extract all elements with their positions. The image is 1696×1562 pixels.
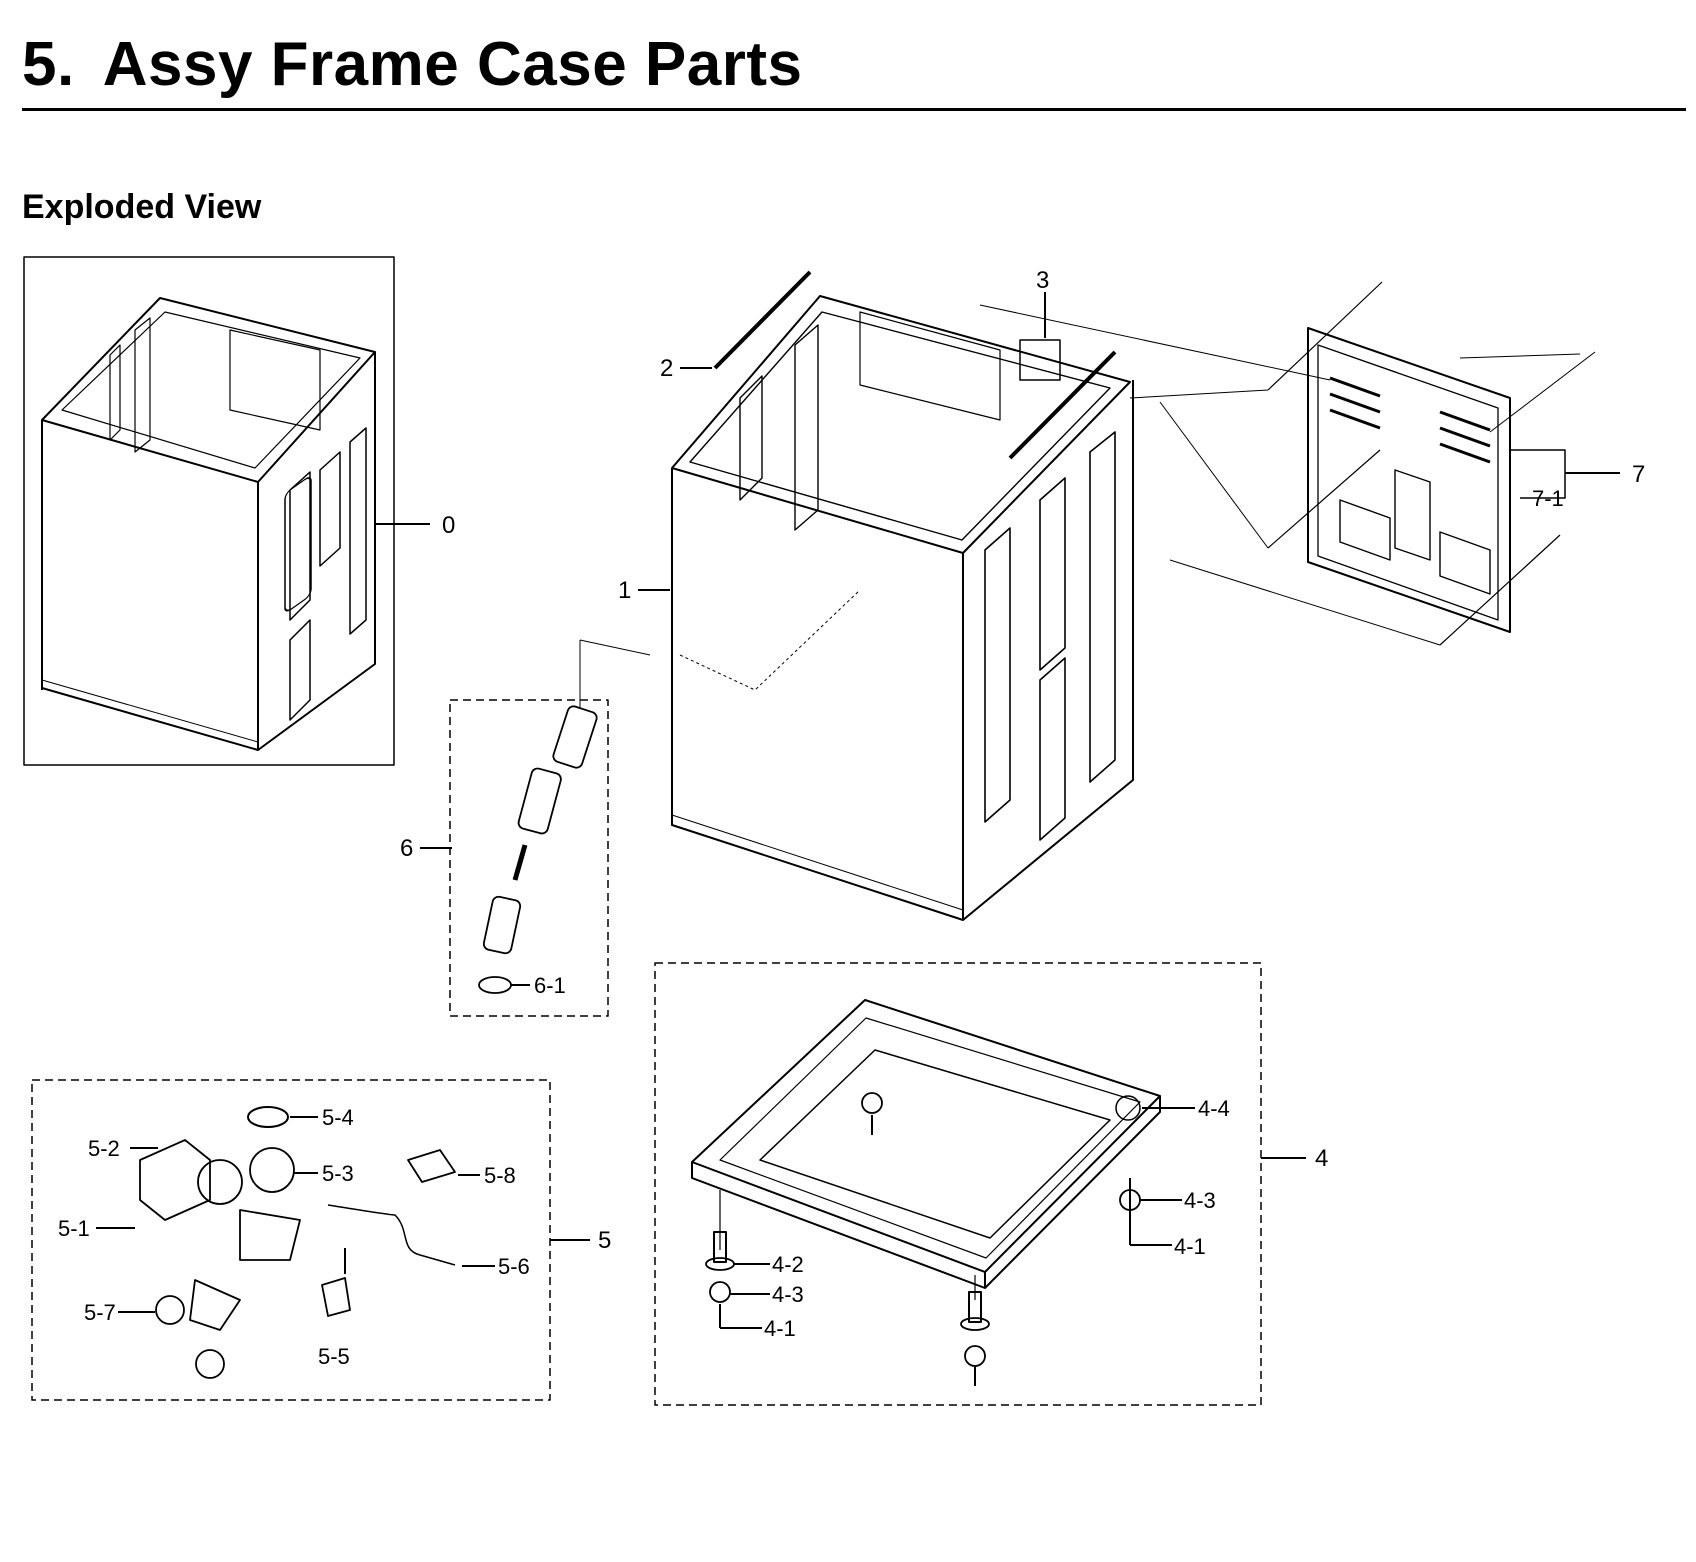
callout-4-1a: 4-1	[1174, 1234, 1206, 1259]
callout-5-2: 5-2	[88, 1136, 120, 1161]
part-3-bracket	[1008, 292, 1117, 460]
callout-5-7: 5-7	[84, 1300, 116, 1325]
part-2-strip	[680, 270, 812, 370]
callout-2: 2	[660, 355, 673, 382]
callout-3: 3	[1036, 267, 1049, 294]
exploded-view-heading: Exploded View	[22, 188, 262, 226]
callout-labels: 0 1 2 3 4 4-1 4-1 4-2 4-3 4-3 4-4 5 5-1 …	[58, 267, 1645, 1369]
part-0-assembled-cabinet	[23, 256, 430, 766]
callout-5-8: 5-8	[484, 1163, 516, 1188]
callout-6-1: 6-1	[534, 973, 566, 998]
callout-5-3: 5-3	[322, 1161, 354, 1186]
part-6-hose-assy	[420, 639, 651, 1017]
callout-4: 4	[1315, 1145, 1328, 1172]
callout-4-4: 4-4	[1198, 1096, 1230, 1121]
callout-4-1b: 4-1	[764, 1316, 796, 1341]
callout-6: 6	[400, 835, 413, 862]
callout-1: 1	[618, 577, 631, 604]
callout-4-3b: 4-3	[772, 1282, 804, 1307]
callout-4-3a: 4-3	[1184, 1188, 1216, 1213]
part-5-pump-assy	[31, 1079, 590, 1401]
callout-5: 5	[598, 1227, 611, 1254]
callout-7: 7	[1632, 461, 1645, 488]
section-number: 5.	[22, 30, 75, 99]
title-underline	[22, 108, 1686, 111]
callout-5-4: 5-4	[322, 1105, 354, 1130]
callout-0: 0	[442, 512, 455, 539]
callout-5-1: 5-1	[58, 1216, 90, 1241]
section-title: Assy Frame Case Parts	[102, 30, 803, 99]
part-4-base-assy	[654, 962, 1306, 1406]
page-title: 5.Assy Frame Case Parts	[22, 34, 803, 96]
part-1-cabinet	[638, 295, 1134, 921]
part-7-back-panel	[979, 281, 1620, 646]
callout-5-6: 5-6	[498, 1254, 530, 1279]
callout-5-5: 5-5	[318, 1344, 350, 1369]
callout-4-2: 4-2	[772, 1252, 804, 1277]
callout-7-1: 7-1	[1532, 486, 1564, 511]
